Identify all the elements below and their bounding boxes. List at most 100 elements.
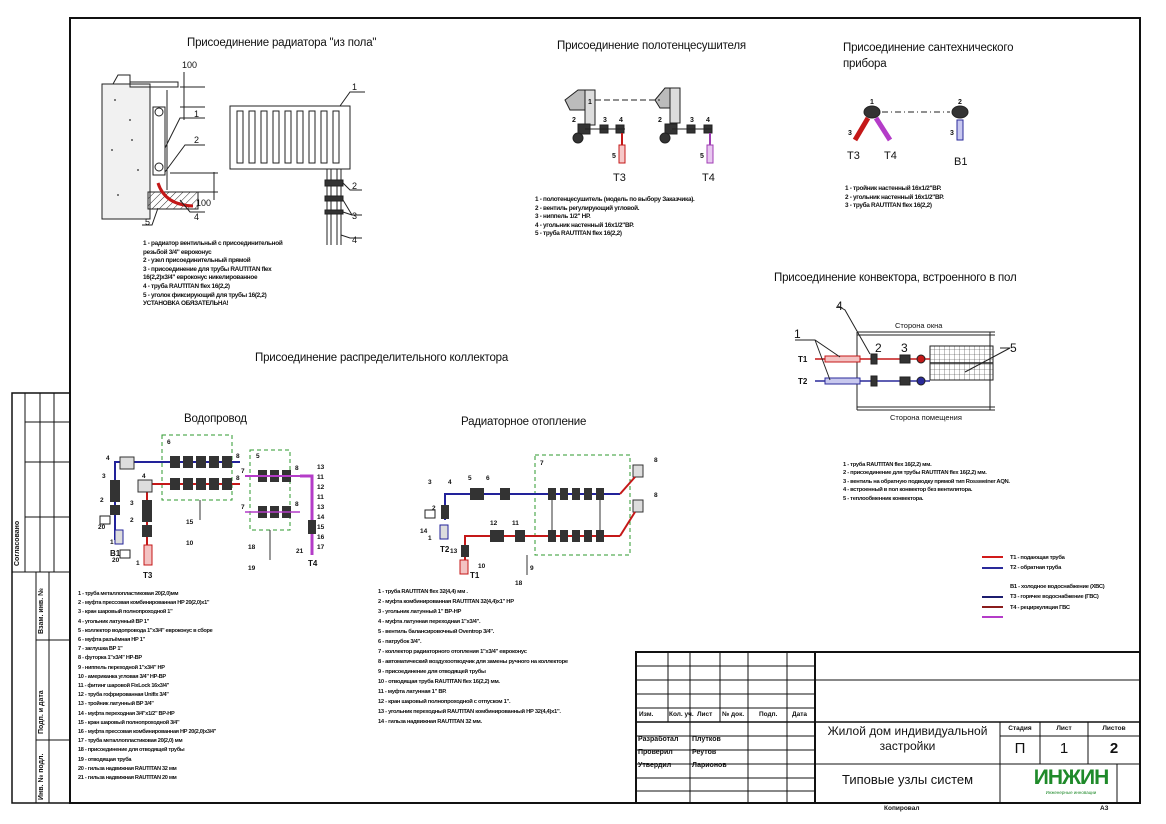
callout: 1 xyxy=(352,82,357,92)
sanitary-drawing xyxy=(852,105,969,142)
note: 3 - кран шаровый полнопроходной 1" xyxy=(78,609,173,616)
callout: 1 xyxy=(194,109,199,119)
legend-item: B1 - холодное водоснабжение (ХВС) xyxy=(1010,583,1105,590)
note: 9 - присоединение для отводящей трубы xyxy=(378,669,486,675)
callout: 3 xyxy=(130,500,134,507)
note: 2 - угольник настенный 16x1/2"ВР. xyxy=(845,193,944,201)
note: 1 - труба RAUTITAN flex 32(4,4) мм . xyxy=(378,589,468,595)
note: 3 - угольник латунный 1" ВР-НР xyxy=(378,609,462,615)
note: 5 - вентиль балансировочный Oventrop 3/4… xyxy=(378,629,494,635)
callout: 5 xyxy=(612,153,616,160)
pipe-label-t4: T4 xyxy=(884,150,897,162)
callout: 1 xyxy=(588,99,592,106)
left-stamp xyxy=(11,392,71,804)
legend-item: T1 - подающая труба xyxy=(1010,555,1065,561)
callout: 14 xyxy=(420,528,428,535)
sanitary-labels: 1 2 3 3 T3 T4 B1 xyxy=(847,99,967,168)
callout: 2 xyxy=(194,135,199,145)
note: 3 - присоединение для трубы RAUTITAN fle… xyxy=(143,265,272,273)
note: 18 - присоединение для отводящей трубы xyxy=(78,747,185,754)
pipe-label-t1: T1 xyxy=(798,355,808,364)
room-side-label: Сторона помещения xyxy=(890,413,962,422)
callout: 18 xyxy=(515,580,523,587)
tb-sheets-label: Листов xyxy=(1102,725,1126,732)
callout: 6 xyxy=(486,475,490,482)
callout: 3 xyxy=(901,341,908,355)
callout: 3 xyxy=(950,130,954,137)
note: 16 - муфта прессовая комбинированная НР … xyxy=(78,729,217,736)
callout: 11 xyxy=(512,520,519,527)
note: 20 - гильза надвижная RAUTITAN 32 мм xyxy=(78,765,177,772)
callout: 7 xyxy=(241,468,245,475)
callout: 4 xyxy=(448,479,452,486)
pipe-label-t3: T3 xyxy=(143,571,153,580)
callout: 4 xyxy=(194,212,199,222)
water-supply-labels: 6 8 8 4 3 2 20 1 4 3 2 20 1 15 10 5 7 7 … xyxy=(98,439,325,580)
notes-towel-dryer: 1 - полотенцесушитель (модель по выбору … xyxy=(535,196,695,239)
title-sanitary-line1: Присоединение сантехнического xyxy=(843,42,1014,54)
radiator-heating-labels: 3 4 5 6 2 1 14 13 12 11 10 9 7 8 8 18 T2… xyxy=(420,457,658,587)
tb-header: № док. xyxy=(722,711,745,718)
dimension-label: 100 xyxy=(182,60,197,70)
callout: 15 xyxy=(186,519,194,526)
tb-role: Проверил xyxy=(638,749,673,756)
callout: 2 xyxy=(958,99,962,106)
note: 1 - тройник настенный 16x1/2"ВР. xyxy=(845,185,942,192)
callout: 16 xyxy=(317,534,325,541)
note: 5 - теплообменник конвектора. xyxy=(843,495,924,502)
towel-dryer-labels: 1 2 3 4 2 3 4 5 5 T3 T4 xyxy=(572,99,715,184)
callout: 2 xyxy=(875,341,882,355)
callout: 13 xyxy=(317,464,325,471)
note: 11 - муфта латунная 1" ВР. xyxy=(378,689,447,695)
window-side-label: Сторона окна xyxy=(895,321,943,330)
note: резьбой 3/4" евроконус xyxy=(143,248,212,256)
tb-sheet: 1 xyxy=(1059,740,1069,757)
note: 1 - труба RAUTITAN flex 16(2,2) мм. xyxy=(843,462,932,468)
stamp-sign-date: Подп. и дата xyxy=(38,690,45,734)
notes-radiator-floor: 1 - радиатор вентильный с присоединитель… xyxy=(143,240,283,309)
note: 12 - кран шаровый полнопроходной с отпус… xyxy=(378,699,511,705)
callout: 1 xyxy=(136,560,140,567)
callout: 2 xyxy=(432,505,436,512)
note: 7 - коллектор радиаторного отопления 1"x… xyxy=(378,649,527,655)
legend-item: T2 - обратная труба xyxy=(1010,565,1061,572)
note: 13 - угольник переходный RAUTITAN комбин… xyxy=(378,709,561,715)
note: 2 - вентиль регулирующий угловой. xyxy=(535,204,640,212)
company-logo: ИНЖИН Инженерные инновации xyxy=(1033,766,1110,800)
tb-header: Подп. xyxy=(759,711,778,718)
callout: 7 xyxy=(241,504,245,511)
callout: 14 xyxy=(317,514,325,521)
tb-name: Ларионов xyxy=(692,762,727,769)
title-collector: Присоединение распределительного коллект… xyxy=(255,352,509,364)
callout: 18 xyxy=(248,544,256,551)
callout: 5 xyxy=(256,453,260,460)
callout: 11 xyxy=(317,474,324,481)
note: 3 - труба RAUTITAN flex 16(2,2) xyxy=(845,202,932,210)
notes-radiator-heating: 1 - труба RAUTITAN flex 32(4,4) мм . 2 -… xyxy=(378,587,568,727)
callout: 12 xyxy=(490,520,498,527)
note: 4 - встроенный в пол конвектор без венти… xyxy=(843,487,973,494)
note: 3 - вентиль на обратную подводку прямой … xyxy=(843,478,1010,485)
radiator-floor-labels: 100 100 1 2 5 4 1 2 3 4 xyxy=(145,60,357,245)
tb-header: Дата xyxy=(792,711,808,718)
legend-swatches xyxy=(982,556,1003,618)
pipe-label-t1: T1 xyxy=(470,571,480,580)
callout: 3 xyxy=(352,211,357,221)
note: 6 - муфта разъёмная НР 1" xyxy=(78,637,145,644)
stamp-replace-inv: Взам. инв. № xyxy=(38,588,45,634)
dimension-label: 100 xyxy=(196,198,211,208)
callout: 1 xyxy=(870,99,874,106)
legend-item: T3 - горячее водоснабжение (ГВС) xyxy=(1010,594,1099,601)
callout: 13 xyxy=(317,504,325,511)
callout: 5 xyxy=(700,153,704,160)
pipe-label-t4: T4 xyxy=(308,559,318,568)
note: 4 - угольник латунный ВР 1" xyxy=(78,618,150,625)
radiator-floor-drawing xyxy=(101,72,365,245)
notes-sanitary: 1 - тройник настенный 16x1/2"ВР. 2 - уго… xyxy=(845,185,944,211)
note: 21 - гильза надвижная RAUTITAN 20 мм xyxy=(78,775,177,782)
callout: 3 xyxy=(690,117,694,124)
callout: 19 xyxy=(248,565,256,572)
note: 10 - американка угловая 3/4" НР-ВР xyxy=(78,673,166,680)
tb-stage-label: Стадия xyxy=(1008,725,1032,732)
